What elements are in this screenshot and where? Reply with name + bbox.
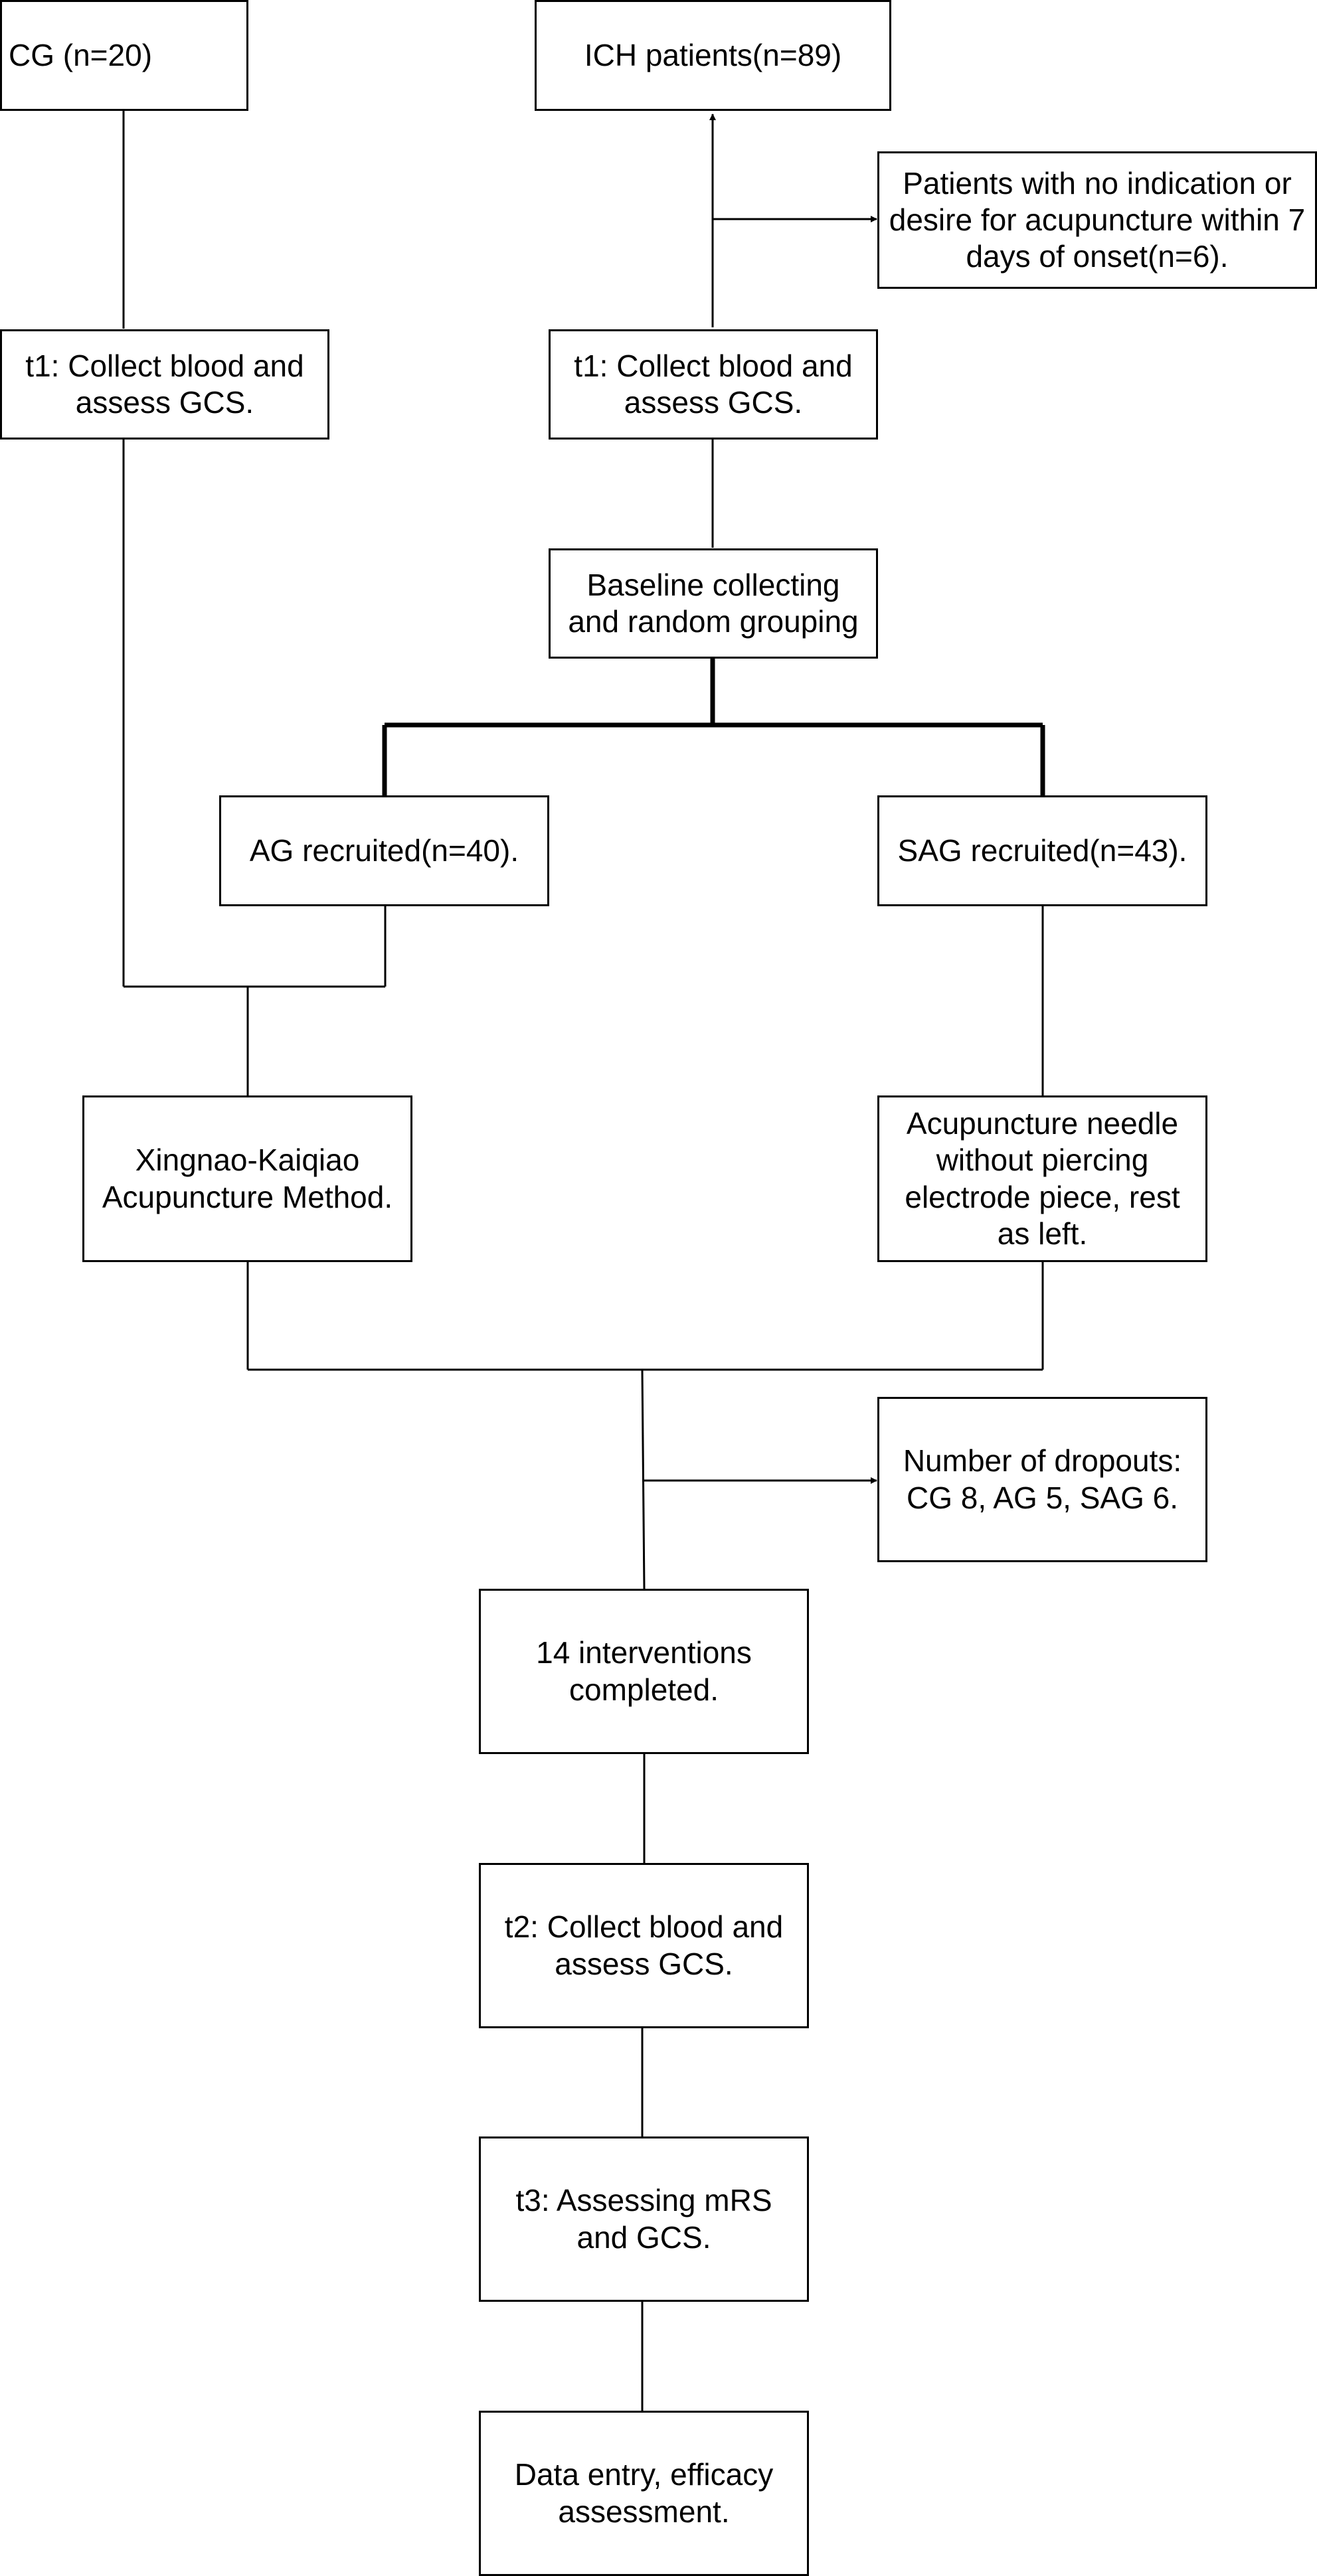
sag-recruited-label: SAG recruited(n=43).	[897, 833, 1187, 868]
data-entry-box: Data entry, efficacy assessment.	[479, 2411, 809, 2576]
connector-merge-to-interventions	[641, 1369, 646, 1589]
cg-group-box: CG (n=20)	[0, 0, 248, 111]
t3-box: t3: Assessing mRS and GCS.	[479, 2136, 809, 2302]
t2-box: t2: Collect blood and assess GCS.	[479, 1863, 809, 2028]
ag-recruited-box: AG recruited(n=40).	[219, 795, 549, 906]
dropouts-box: Number of dropouts: CG 8, AG 5, SAG 6.	[877, 1397, 1207, 1562]
t1-left-box: t1: Collect blood and assess GCS.	[0, 329, 329, 440]
sag-recruited-box: SAG recruited(n=43).	[877, 795, 1207, 906]
data-entry-label: Data entry, efficacy assessment.	[514, 2457, 774, 2529]
baseline-box: Baseline collecting and random grouping	[549, 548, 878, 659]
cg-group-label: CG (n=20)	[9, 37, 153, 72]
xingnao-method-box: Xingnao-Kaiqiao Acupuncture Method.	[82, 1095, 412, 1262]
t2-label: t2: Collect blood and assess GCS.	[504, 1909, 784, 1981]
xingnao-method-label: Xingnao-Kaiqiao Acupuncture Method.	[102, 1143, 393, 1214]
t1-left-label: t1: Collect blood and assess GCS.	[25, 348, 304, 420]
interventions-label: 14 interventions completed.	[536, 1635, 752, 1707]
ag-recruited-label: AG recruited(n=40).	[249, 833, 519, 868]
ich-patients-box: ICH patients(n=89)	[535, 0, 891, 111]
t1-right-box: t1: Collect blood and assess GCS.	[549, 329, 878, 440]
interventions-box: 14 interventions completed.	[479, 1589, 809, 1754]
excluded-patients-box: Patients with no indication or desire fo…	[877, 151, 1317, 289]
dropouts-label: Number of dropouts: CG 8, AG 5, SAG 6.	[903, 1443, 1182, 1515]
excluded-patients-label: Patients with no indication or desire fo…	[889, 165, 1306, 274]
t1-right-label: t1: Collect blood and assess GCS.	[574, 348, 853, 420]
sham-acupuncture-box: Acupuncture needle without piercing elec…	[877, 1095, 1207, 1262]
baseline-label: Baseline collecting and random grouping	[568, 567, 859, 639]
sham-acupuncture-label: Acupuncture needle without piercing elec…	[905, 1106, 1180, 1251]
ich-patients-label: ICH patients(n=89)	[584, 37, 842, 72]
t3-label: t3: Assessing mRS and GCS.	[515, 2183, 772, 2255]
